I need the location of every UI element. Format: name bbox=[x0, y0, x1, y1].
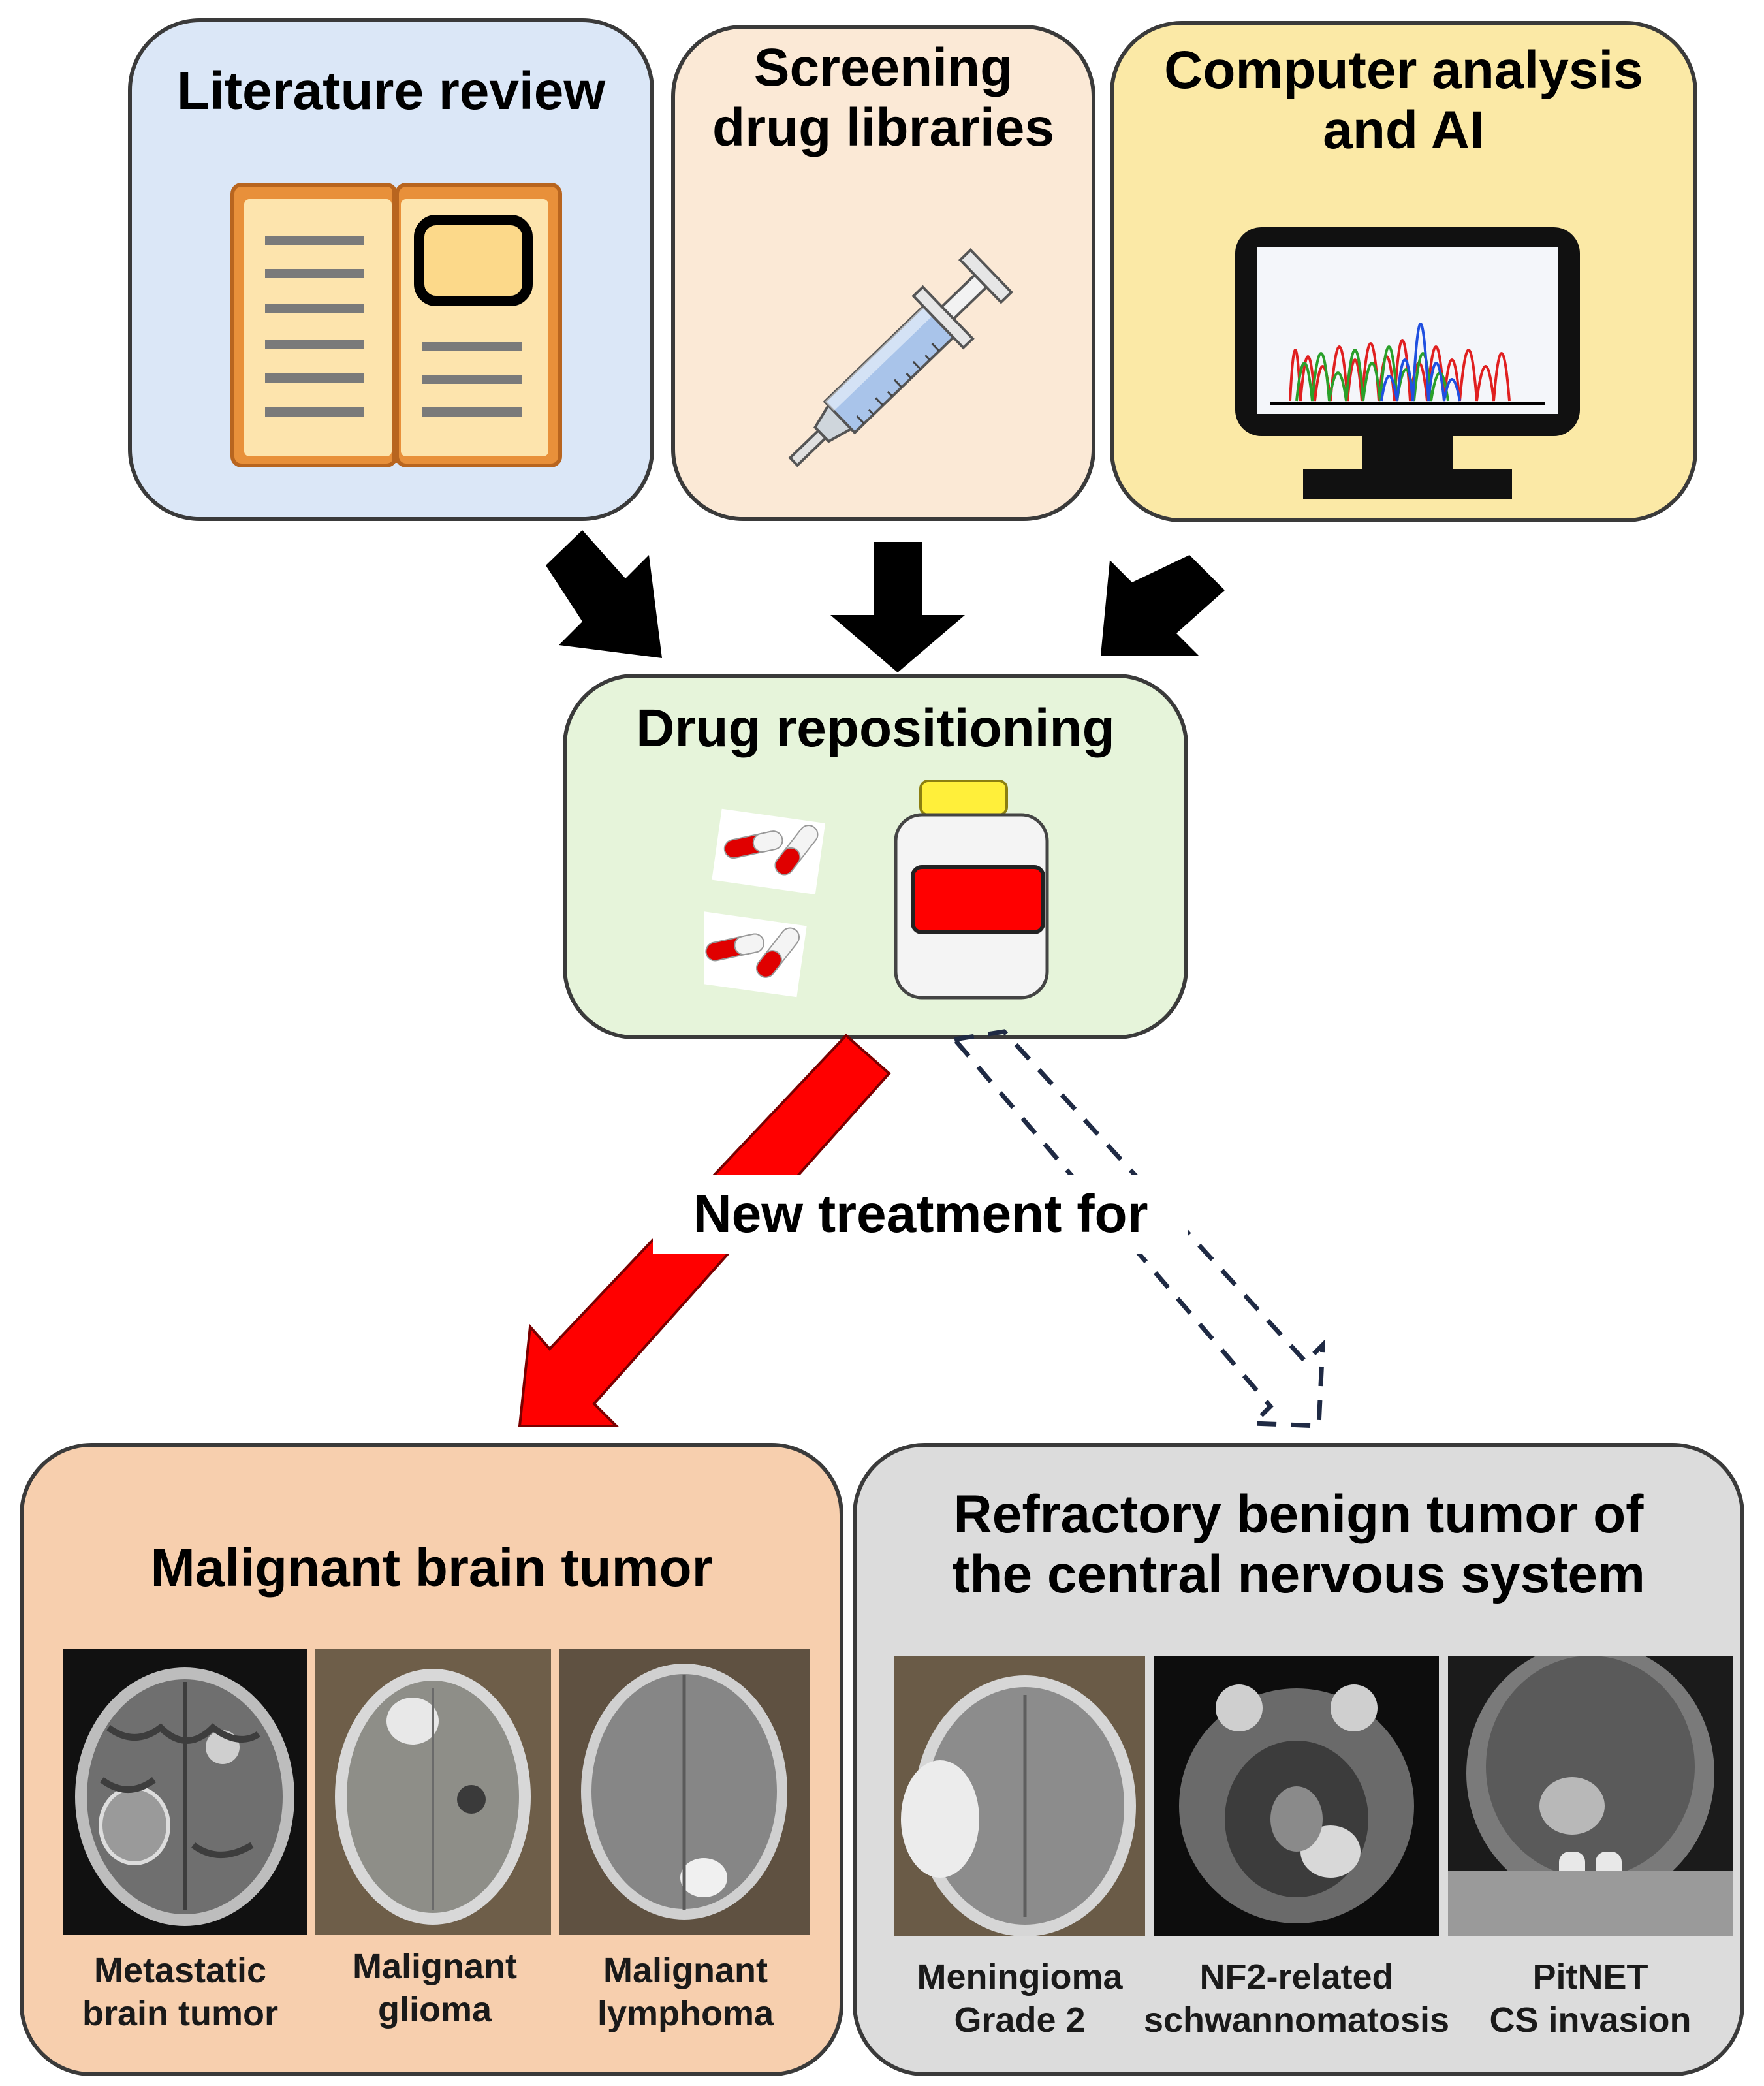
caption-lymphoma-line1: Malignant bbox=[603, 1951, 768, 1990]
benign-title-line2: the central nervous system bbox=[952, 1544, 1645, 1604]
benign-title-line1: Refractory benign tumor of bbox=[953, 1485, 1644, 1544]
computer-title-line1: Computer analysis bbox=[1164, 40, 1643, 100]
computer-title-line2: and AI bbox=[1323, 100, 1485, 160]
caption-pitnet-line2: CS invasion bbox=[1489, 2000, 1692, 2040]
malignant-glioma-mri bbox=[315, 1649, 551, 1935]
metastatic-brain-tumor-mri bbox=[63, 1649, 307, 1935]
refractory-benign-tumor-box: Refractory benign tumor of the central n… bbox=[853, 1443, 1744, 2076]
literature-review-box: Literature review bbox=[128, 18, 654, 521]
screening-title-line2: drug libraries bbox=[712, 97, 1055, 157]
caption-lymphoma-line2: lymphoma bbox=[597, 1993, 774, 2033]
caption-nf2-line2: schwannomatosis bbox=[1143, 2000, 1450, 2040]
monitor-chromatogram-icon bbox=[1235, 227, 1580, 499]
caption-metastatic-line1: Metastatic bbox=[93, 1951, 267, 1990]
meningioma-grade2-mri bbox=[894, 1656, 1145, 1936]
new-treatment-label: New treatment for bbox=[653, 1175, 1188, 1254]
pitnet-cs-invasion-mri bbox=[1448, 1656, 1733, 1936]
drug-repositioning-title: Drug repositioning bbox=[636, 699, 1115, 758]
caption-metastatic-line2: brain tumor bbox=[82, 1993, 278, 2033]
pill-bottle-icon bbox=[894, 780, 1049, 1000]
caption-glioma-line1: Malignant bbox=[353, 1947, 517, 1986]
caption-pitnet-line1: PitNET bbox=[1532, 1957, 1648, 1997]
nf2-schwannomatosis-mri bbox=[1154, 1656, 1439, 1936]
arrow-screening-to-repositioning bbox=[830, 542, 965, 672]
arrow-literature-to-repositioning bbox=[546, 530, 662, 658]
screening-title-line1: Screening bbox=[753, 38, 1013, 97]
arrow-computer-to-repositioning bbox=[1101, 555, 1225, 656]
caption-meningioma-line1: Meningioma bbox=[917, 1957, 1123, 1997]
malignant-brain-tumor-box: Malignant brain tumor Metastatic brain t… bbox=[20, 1443, 843, 2076]
caption-nf2-line1: NF2-related bbox=[1199, 1957, 1394, 1997]
malignant-lymphoma-mri bbox=[559, 1649, 810, 1935]
drug-repositioning-box: Drug repositioning bbox=[563, 674, 1188, 1039]
computer-analysis-box: Computer analysis and AI bbox=[1110, 21, 1697, 522]
arrow-to-benign bbox=[950, 1029, 1325, 1429]
syringe-icon bbox=[788, 248, 1013, 467]
malignant-title: Malignant brain tumor bbox=[150, 1538, 713, 1598]
screening-drug-libraries-box: Screening drug libraries bbox=[671, 25, 1095, 521]
pills-icon bbox=[704, 808, 826, 998]
caption-glioma-line2: glioma bbox=[377, 1989, 492, 2029]
literature-review-title: Literature review bbox=[176, 61, 606, 121]
caption-meningioma-line2: Grade 2 bbox=[954, 2000, 1086, 2040]
open-book-icon bbox=[230, 183, 562, 467]
